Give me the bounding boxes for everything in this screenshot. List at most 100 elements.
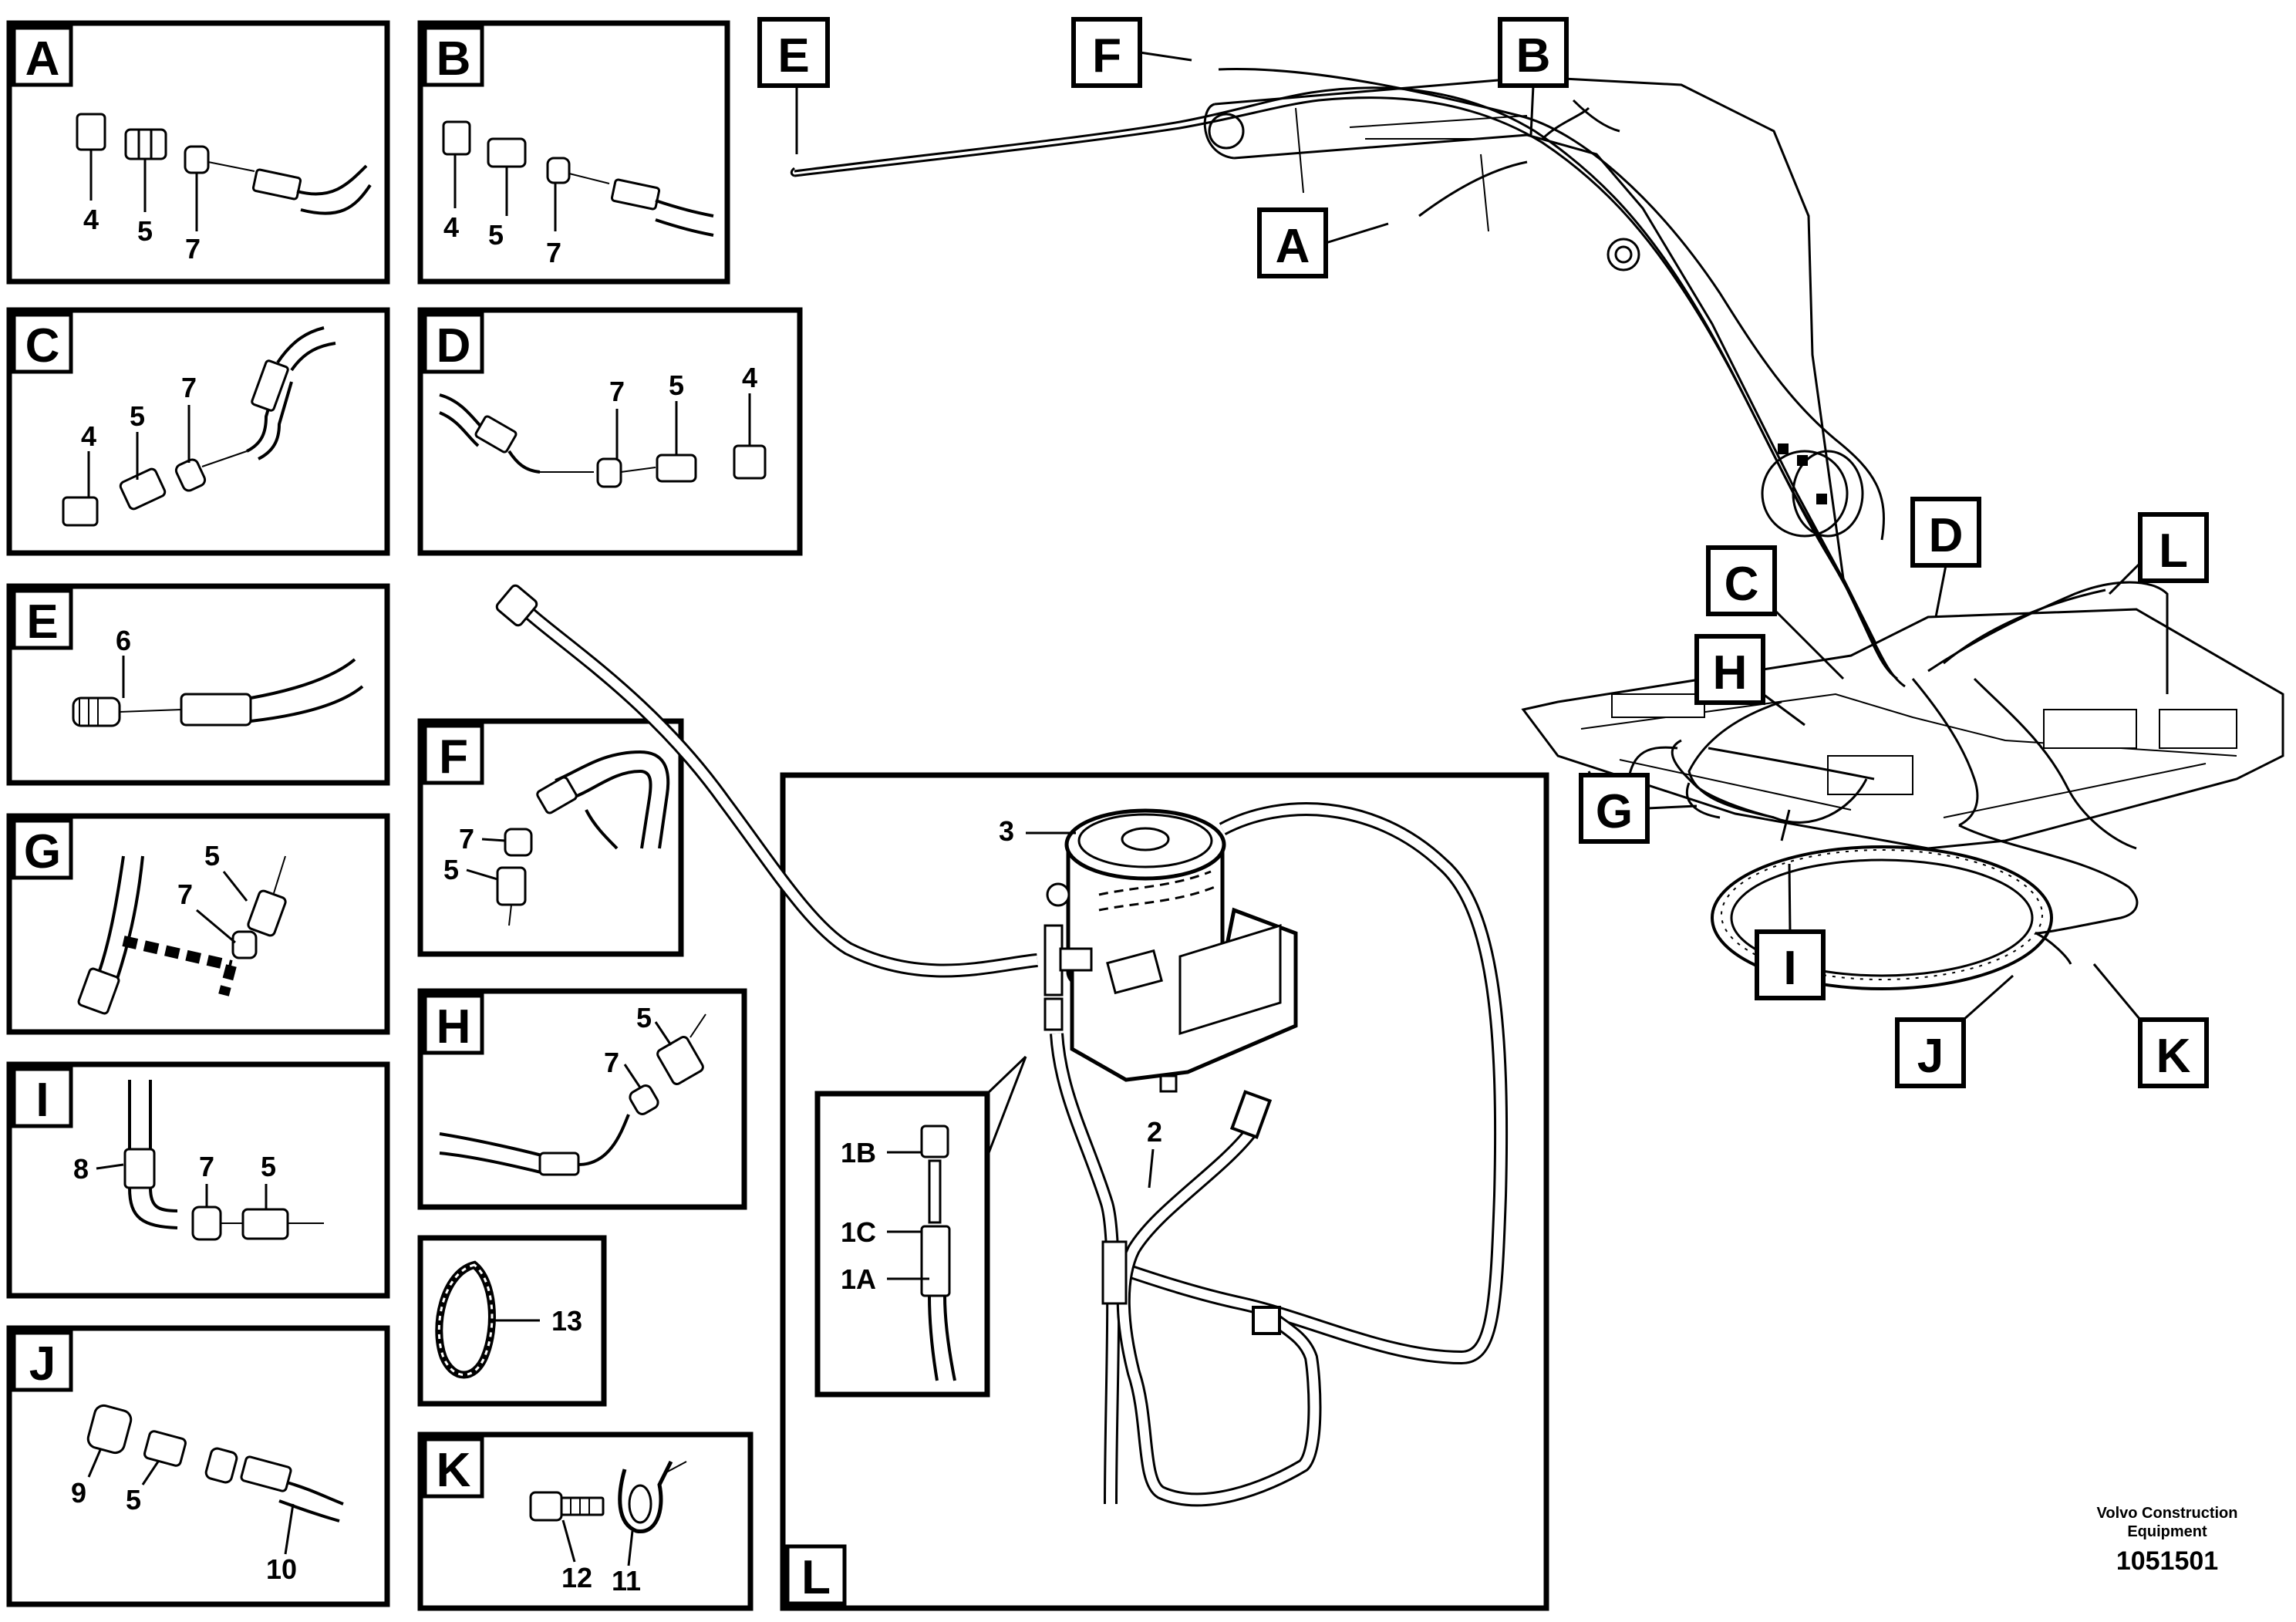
panel-h: H 7 5: [417, 988, 747, 1210]
panel-b-letter: B: [437, 32, 471, 86]
bolt-shank-icon: [560, 1496, 605, 1516]
panel-a: A 4 5 7: [6, 20, 390, 285]
label-10: 10: [266, 1553, 297, 1585]
label-5: 5: [636, 1002, 652, 1034]
nut-icon: [191, 1206, 222, 1241]
bolt-head-icon: [529, 1491, 563, 1522]
excavator-boom-and-frame: [790, 68, 2284, 990]
label-4: 4: [83, 204, 99, 235]
panel-l: L 3 2: [495, 584, 1549, 1611]
label-7: 7: [604, 1047, 619, 1078]
company-line-1: Volvo Construction: [2096, 1505, 2238, 1522]
nipple-icon: [496, 866, 527, 906]
nipple-icon: [143, 1430, 187, 1467]
panel-f-letter: F: [439, 730, 468, 784]
panel-c-letter: C: [25, 319, 60, 373]
nipple-icon: [656, 1036, 704, 1085]
company-name: Volvo Construction Equipment: [2067, 1504, 2267, 1541]
callout-i: I: [1783, 942, 1796, 995]
panel-j-letter: J: [29, 1337, 56, 1391]
label-7: 7: [199, 1151, 214, 1182]
nipple-icon: [487, 137, 527, 168]
elbow-fitting-icon: [62, 496, 99, 527]
label-5: 5: [130, 400, 145, 432]
label-11: 11: [612, 1565, 641, 1597]
detail-inset: 1B 1C 1A: [814, 1055, 1027, 1398]
label-7: 7: [177, 878, 193, 910]
nut-icon: [174, 458, 207, 492]
label-3: 3: [999, 815, 1014, 847]
label-9: 9: [71, 1477, 86, 1509]
elbow-fitting-icon: [76, 113, 106, 151]
label-5: 5: [137, 215, 153, 247]
nut-icon: [184, 145, 210, 174]
panel-l-letter: L: [801, 1551, 831, 1604]
callout-k: K: [2156, 1030, 2191, 1083]
label-1a: 1A: [841, 1263, 876, 1295]
nipple-icon: [119, 467, 167, 511]
label-6: 6: [116, 625, 131, 656]
label-7: 7: [609, 376, 625, 407]
label-7: 7: [546, 237, 561, 268]
panel-k: K 12 11: [417, 1431, 754, 1611]
drawing-number: 1051501: [2116, 1546, 2219, 1576]
panel-a-letter: A: [25, 32, 60, 86]
panel-h-letter: H: [437, 1000, 471, 1054]
nipple-icon: [247, 889, 287, 937]
label-7: 7: [459, 823, 474, 855]
elbow-fitting-icon: [442, 120, 471, 156]
label-13: 13: [551, 1305, 582, 1337]
callout-a: A: [1276, 220, 1310, 273]
label-8: 8: [73, 1153, 89, 1185]
label-1c: 1C: [841, 1216, 876, 1248]
callout-b: B: [1516, 29, 1551, 83]
label-5: 5: [669, 369, 684, 401]
callout-f: F: [1092, 29, 1121, 83]
label-4: 4: [81, 420, 96, 452]
label-5: 5: [204, 840, 220, 872]
panel-c: C 4 5 7: [6, 307, 390, 556]
label-4: 4: [443, 211, 459, 243]
nipple-icon: [656, 454, 697, 483]
callout-j: J: [1917, 1030, 1944, 1083]
label-7: 7: [181, 372, 197, 403]
label-2: 2: [1147, 1116, 1162, 1148]
panel-d-letter: D: [437, 319, 471, 373]
panel-d: D 7 5 4: [417, 307, 803, 556]
nut-icon: [546, 157, 571, 184]
callout-d: D: [1929, 509, 1964, 562]
panel-g: G 5 7: [6, 813, 390, 1035]
panel-e: E 6: [6, 583, 390, 786]
panel-b: B 4 5 7: [417, 20, 730, 285]
callouts: E F B A D L C H G I: [757, 17, 2209, 1088]
panel-cable-tie: 13: [417, 1235, 607, 1407]
nut-icon: [504, 828, 533, 857]
label-7: 7: [185, 233, 201, 265]
elbow-fitting-icon: [733, 444, 767, 480]
panel-i: I 8 7 5: [6, 1061, 390, 1299]
label-5: 5: [126, 1484, 141, 1516]
company-line-2: Equipment: [2127, 1523, 2207, 1540]
panel-i-letter: I: [35, 1074, 49, 1127]
callout-g: G: [1596, 785, 1633, 838]
nut-icon: [629, 1084, 659, 1115]
callout-e: E: [777, 29, 809, 83]
panel-g-letter: G: [24, 825, 61, 878]
label-5: 5: [261, 1151, 276, 1182]
panel-j: J 9 5 10: [6, 1325, 390, 1607]
callout-l: L: [2159, 524, 2188, 578]
label-5: 5: [488, 219, 504, 251]
nipple-icon: [241, 1208, 289, 1240]
panel-f: F 7 5: [417, 718, 684, 957]
nut-icon: [596, 457, 622, 488]
callout-c: C: [1725, 558, 1759, 611]
panel-k-letter: K: [437, 1444, 471, 1497]
callout-h: H: [1713, 646, 1748, 700]
cap-icon: [86, 1404, 133, 1455]
cap-icon: [920, 1125, 949, 1158]
label-12: 12: [561, 1562, 592, 1593]
panel-e-letter: E: [26, 595, 58, 649]
label-4: 4: [742, 362, 757, 393]
label-5: 5: [443, 854, 459, 885]
